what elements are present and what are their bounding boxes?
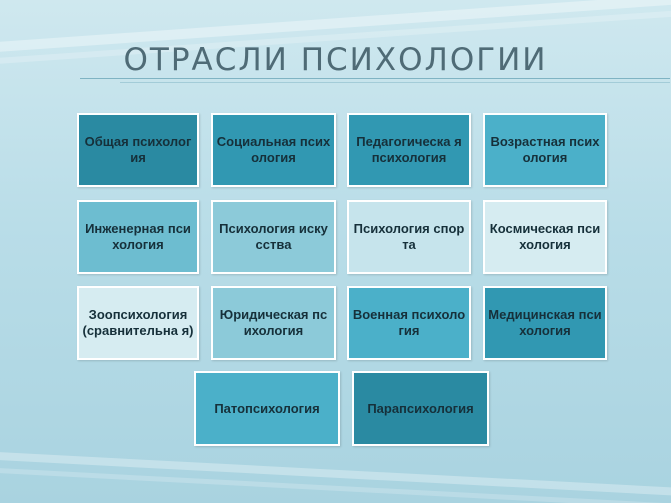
branch-box-medical: Медицинская психология	[483, 286, 607, 360]
branch-box-art: Психология искусства	[211, 200, 336, 274]
branch-box-military: Военная психология	[347, 286, 471, 360]
slide-title: ОТРАСЛИ ПСИХОЛОГИИ	[123, 42, 548, 78]
branch-box-space: Космическая психология	[483, 200, 607, 274]
branch-box-parapsychology: Парапсихология	[352, 371, 489, 446]
title-underline	[80, 78, 670, 79]
branch-box-social: Социальная психология	[211, 113, 336, 187]
branch-box-general: Общая психология	[77, 113, 199, 187]
branch-box-legal: Юридическая психология	[211, 286, 336, 360]
branch-box-pedagogical: Педагогическа я психология	[347, 113, 471, 187]
branch-box-zoopsychology: Зоопсихология (сравнительна я)	[77, 286, 199, 360]
title-underline	[120, 82, 670, 83]
branch-box-pathopsychology: Патопсихология	[194, 371, 340, 446]
branch-box-sport: Психология спорта	[347, 200, 471, 274]
branch-box-engineering: Инженерная психология	[77, 200, 199, 274]
branch-box-developmental: Возрастная психология	[483, 113, 607, 187]
